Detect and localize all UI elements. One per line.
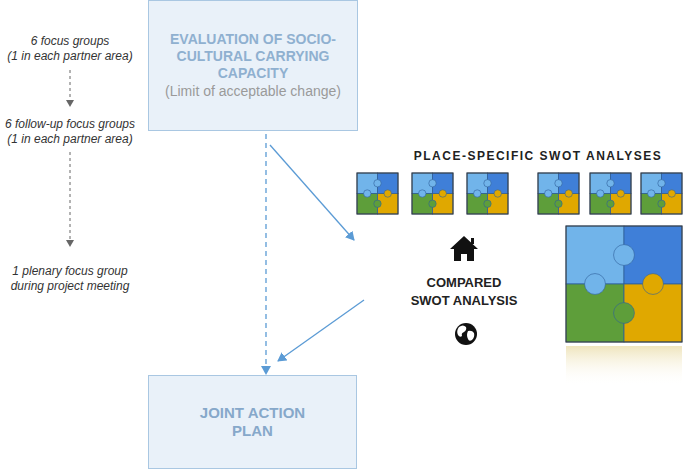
section-label: PLACE-SPECIFIC SWOT ANALYSES bbox=[414, 149, 662, 163]
puzzle-piece bbox=[364, 190, 371, 197]
puzzle-piece bbox=[565, 190, 572, 197]
puzzle-piece bbox=[374, 200, 381, 207]
swot-puzzle bbox=[412, 173, 453, 214]
swot-puzzles bbox=[357, 173, 682, 386]
puzzle-piece bbox=[555, 200, 562, 207]
house-icon bbox=[450, 236, 478, 261]
swot-puzzle bbox=[641, 173, 682, 214]
process-box: EVALUATION OF SOCIO-CULTURAL CARRYING CA… bbox=[148, 0, 358, 131]
flow-arrow bbox=[278, 300, 364, 361]
puzzle-piece bbox=[374, 180, 381, 187]
swot-puzzle bbox=[357, 173, 398, 214]
step-note: (1 in each partner area) bbox=[7, 132, 132, 146]
puzzle-piece bbox=[614, 303, 635, 324]
puzzle-piece bbox=[658, 200, 665, 207]
dashed-arrow bbox=[70, 152, 71, 246]
puzzle-piece bbox=[641, 173, 682, 214]
box-subtitle: (Limit of acceptable change) bbox=[165, 83, 341, 100]
puzzle-piece bbox=[648, 190, 655, 197]
puzzle-piece bbox=[585, 274, 606, 295]
process-box: JOINT ACTION PLAN bbox=[148, 375, 357, 469]
puzzle-piece bbox=[668, 190, 675, 197]
swot-puzzle bbox=[566, 226, 682, 342]
puzzle-piece bbox=[658, 180, 665, 187]
swot-puzzle bbox=[538, 173, 579, 214]
puzzle-piece bbox=[467, 173, 508, 214]
swot-puzzle bbox=[467, 173, 508, 214]
puzzle-piece bbox=[538, 173, 579, 214]
puzzle-piece bbox=[597, 190, 604, 197]
puzzle-piece bbox=[484, 180, 491, 187]
puzzle-piece bbox=[555, 180, 562, 187]
puzzle-piece bbox=[614, 245, 635, 266]
puzzle-piece bbox=[484, 200, 491, 207]
puzzle-piece bbox=[607, 180, 614, 187]
puzzle-piece bbox=[494, 190, 501, 197]
puzzle-piece bbox=[419, 190, 426, 197]
step-note: during project meeting bbox=[11, 279, 130, 293]
globe-icon bbox=[455, 323, 477, 345]
puzzle-piece bbox=[643, 274, 664, 295]
puzzle-piece bbox=[474, 190, 481, 197]
puzzle-piece bbox=[607, 200, 614, 207]
puzzle-piece bbox=[566, 226, 682, 342]
dashed-arrow bbox=[70, 70, 71, 106]
puzzle-piece bbox=[357, 173, 398, 214]
dashed-connector bbox=[265, 134, 266, 374]
step-note: 1 plenary focus group bbox=[12, 264, 127, 278]
flow-arrow bbox=[270, 145, 354, 240]
section-label: COMPARED SWOT ANALYSIS bbox=[409, 274, 519, 309]
step-note: 6 focus groups bbox=[31, 34, 110, 48]
swot-puzzle bbox=[590, 173, 631, 214]
puzzle-piece bbox=[429, 200, 436, 207]
box-heading: JOINT ACTION PLAN bbox=[183, 404, 323, 440]
puzzle-piece bbox=[412, 173, 453, 214]
puzzle-piece bbox=[439, 190, 446, 197]
box-heading: EVALUATION OF SOCIO-CULTURAL CARRYING CA… bbox=[164, 31, 342, 81]
step-note: (1 in each partner area) bbox=[7, 49, 132, 63]
puzzle-piece bbox=[590, 173, 631, 214]
puzzle-piece bbox=[429, 180, 436, 187]
puzzle-piece bbox=[545, 190, 552, 197]
puzzle-piece bbox=[384, 190, 391, 197]
puzzle-piece bbox=[617, 190, 624, 197]
step-note: 6 follow-up focus groups bbox=[5, 117, 135, 131]
reflection bbox=[566, 346, 682, 386]
